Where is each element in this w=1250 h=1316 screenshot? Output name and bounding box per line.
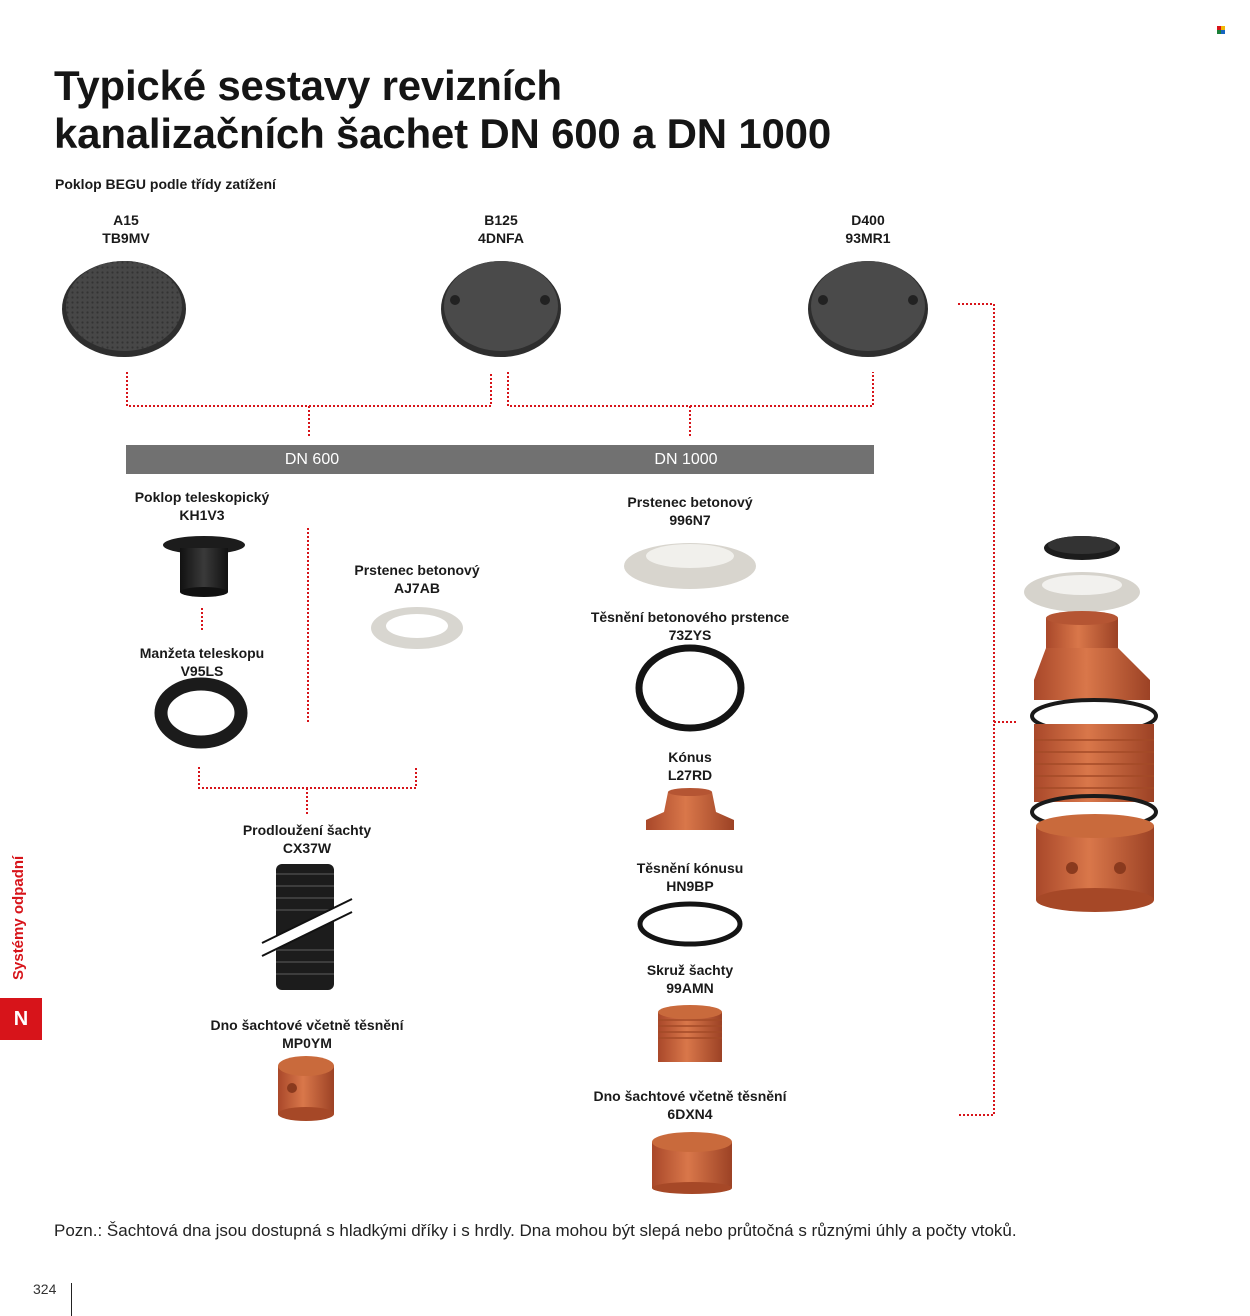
footnote: Pozn.: Šachtová dna jsou dostupná s hlad… [54, 1221, 1017, 1240]
dn1000-heading: DN 1000 [654, 451, 718, 468]
shaft-base-mp0ym-image [278, 1056, 334, 1121]
brand-logo-icon [1217, 26, 1225, 34]
cover-d400-image [808, 261, 928, 357]
shaft-base-6dxn4-image [652, 1132, 732, 1194]
covers-subtitle: Poklop BEGU podle třídy zatížení [55, 176, 276, 192]
page-title: Typické sestavy revizních kanalizačních … [54, 62, 831, 158]
assembled-shaft-image [1024, 536, 1158, 912]
cover-a15-image [62, 261, 186, 357]
dn-header-bar: DN 600 DN 1000 [126, 445, 874, 474]
cone-l27rd-image [646, 788, 734, 830]
concrete-ring-aj7ab-image [371, 607, 463, 649]
dn600-heading: DN 600 [284, 451, 340, 468]
connector-lines [126, 303, 1018, 1116]
footer-divider [71, 1283, 72, 1316]
shaft-extension-image [261, 864, 353, 990]
ring-seal-73zys-image [635, 644, 745, 732]
cone-seal-hn9bp-image [637, 901, 743, 947]
section-side-label: Systémy odpadní [10, 855, 27, 980]
telescopic-cover-image [163, 536, 245, 597]
shaft-ring-99amn-image [658, 1005, 722, 1062]
title-line-2: kanalizačních šachet DN 600 a DN 1000 [54, 110, 832, 157]
section-tab-n: N [0, 998, 42, 1040]
page-number: 324 [33, 1281, 57, 1297]
telescope-sleeve-image [154, 677, 248, 749]
cover-b125-image [441, 261, 561, 357]
concrete-ring-996n7-image [624, 543, 756, 589]
title-line-1: Typické sestavy revizních [54, 62, 562, 109]
